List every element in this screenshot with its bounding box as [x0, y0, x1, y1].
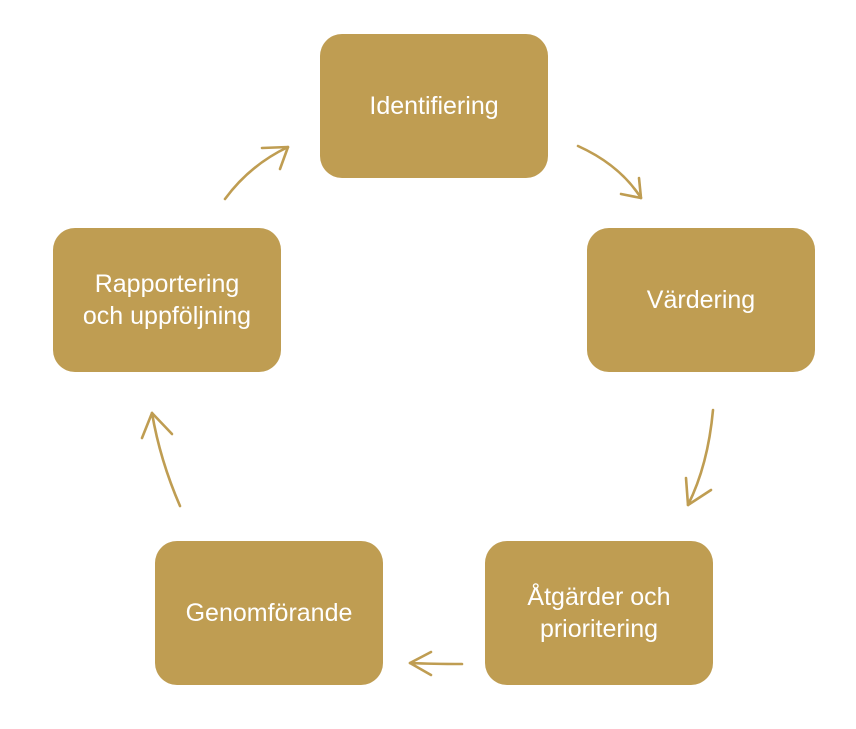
arrow-identifiering-to-vardering-icon [576, 144, 643, 200]
arrow-rapportering-to-identifiering-icon [223, 145, 290, 201]
step-label-line2: prioritering [539, 615, 659, 643]
step-label: Identifiering [369, 92, 499, 120]
step-label-line2: och uppföljning [82, 302, 252, 330]
process-step-rapportering-och-uppfoljning: Rapportering och uppföljning [53, 228, 281, 372]
step-label-line1: Åtgärder och [527, 583, 671, 611]
process-step-vardering: Värdering [587, 228, 815, 372]
process-step-identifiering: Identifiering [320, 34, 548, 178]
step-label-line1: Rapportering [94, 270, 240, 298]
arrow-atgarder-to-genomforande-icon [408, 650, 464, 677]
step-label: Genomförande [185, 599, 353, 627]
process-step-genomforande: Genomförande [155, 541, 383, 685]
process-step-atgarder-och-prioritering: Åtgärder och prioritering [485, 541, 713, 685]
arrow-vardering-to-atgarder-icon [684, 408, 715, 507]
arrow-genomforande-to-rapportering-icon [140, 411, 182, 508]
step-label: Värdering [646, 286, 756, 314]
